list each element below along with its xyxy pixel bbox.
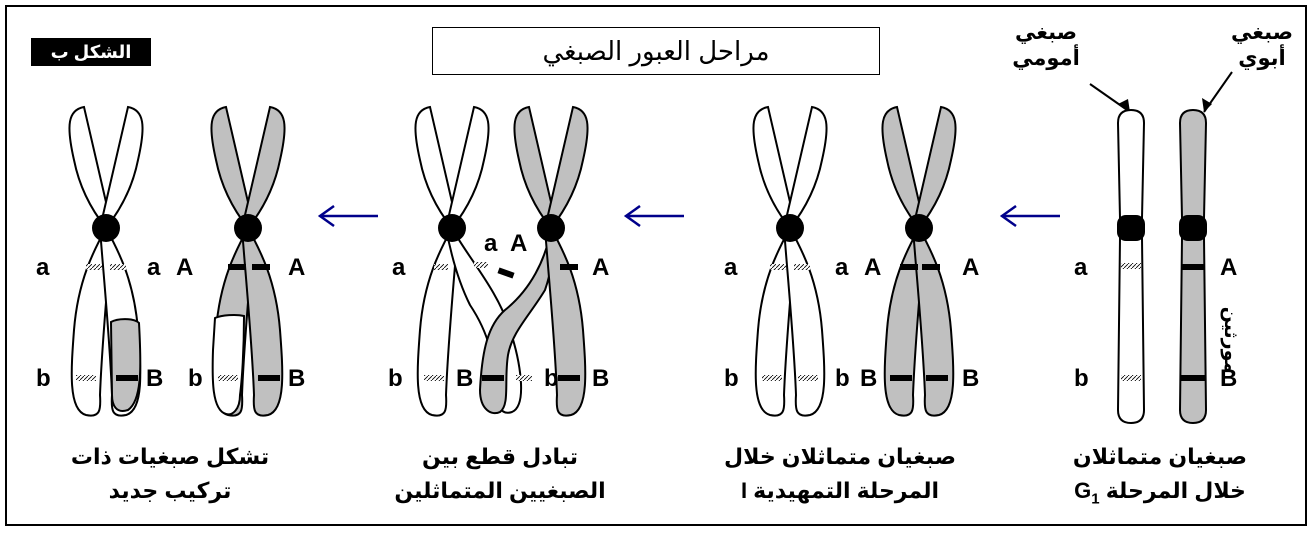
allele-label: a [147, 254, 161, 281]
caption-g1-phase-subscript: 1 [1091, 490, 1100, 508]
figure-badge: الشكل ب [31, 38, 151, 66]
caption-g1: صبغيان متماثلان خلال المرحلة G1 [1040, 440, 1280, 516]
allele-label: A [864, 254, 882, 281]
caption-g1-line2: خلال المرحلة G1 [1040, 474, 1280, 516]
allele-label: A [510, 230, 528, 257]
allele-label: B [962, 365, 980, 392]
recombinant-swapped-segments [109, 313, 246, 416]
figure-frame [5, 5, 1307, 526]
caption-g1-phase: G1 [1074, 478, 1099, 507]
chromatid-maternal-right [782, 105, 828, 417]
callout-paternal: صبغي أبوي [1222, 20, 1302, 72]
allele-label: B [592, 365, 610, 392]
allele-label: a [724, 254, 738, 281]
callout-paternal-line1: صبغي [1231, 21, 1293, 44]
caption-prophase-1: صبغيان متماثلان خلال المرحلة التمهيدية I [700, 440, 980, 508]
chromatid-recombinant-paternal-right [240, 105, 286, 417]
caption-prophase-1-line2: المرحلة التمهيدية I [740, 478, 940, 503]
caption-recombinant: تشكل صبغيات ذات تركيب جديد [40, 440, 300, 508]
allele-label: B [146, 365, 164, 392]
callout-pointer-lines [1089, 71, 1233, 113]
allele-label: A [1220, 254, 1238, 281]
allele-label: b [835, 365, 850, 392]
segment-paternal-on-maternal [109, 318, 142, 412]
chromosome-maternal [1116, 108, 1146, 425]
allele-label: b [1074, 365, 1089, 392]
allele-label: b [724, 365, 739, 392]
caption-crossing-over: تبادل قطع بين الصبغيين المتماثلين [370, 440, 630, 508]
chromatid-paternal-right [911, 105, 957, 417]
chromatid-paternal-left-3 [478, 105, 559, 415]
caption-prophase-1-line1: صبغيان متماثلان خلال [724, 444, 956, 469]
right-to-left-arrow-icon [317, 204, 378, 228]
chromatid-paternal-left [881, 105, 927, 417]
caption-g1-line2-text: خلال المرحلة [1105, 478, 1246, 503]
allele-label: B [860, 365, 878, 392]
allele-label: B [288, 365, 306, 392]
caption-recombinant-line2: تركيب جديد [108, 478, 232, 503]
allele-label: b [544, 365, 559, 392]
allele-label: a [36, 254, 50, 281]
caption-recombinant-line1: تشكل صبغيات ذات [70, 444, 270, 469]
stage-crossing-over-marks [424, 214, 580, 381]
right-to-left-arrow-icon [623, 204, 684, 228]
allele-label: b [36, 365, 51, 392]
allele-label: b [388, 365, 403, 392]
chromatid-maternal-left-3 [414, 105, 460, 417]
right-to-left-arrow-icon [999, 204, 1060, 228]
caption-g1-line1: صبغيان متماثلان [1072, 444, 1248, 469]
stage-prophase-1 [752, 105, 957, 417]
stage-arrows [317, 204, 1060, 228]
pointer-maternal-head [1118, 99, 1130, 112]
stage-recombinant-marks [76, 214, 280, 381]
allele-label: b [188, 365, 203, 392]
callout-maternal-line1: صبغي [1015, 21, 1077, 44]
allele-label: a [392, 254, 406, 281]
allele-label: a [484, 230, 498, 257]
allele-label: B [1220, 365, 1238, 392]
caption-crossing-over-line2: الصبغيين المتماثلين [394, 478, 606, 503]
chromosome-paternal [1178, 108, 1208, 425]
allele-label: A [176, 254, 194, 281]
figure-title: مراحل العبور الصبغي [432, 27, 880, 75]
allele-label: A [288, 254, 306, 281]
stage-g1 [1116, 108, 1208, 425]
pointer-paternal-head [1202, 98, 1212, 112]
stage-crossing-over [414, 105, 589, 417]
stage-prophase-1-marks [762, 214, 948, 381]
callout-paternal-line2: أبوي [1238, 47, 1286, 70]
allele-label: a [1074, 254, 1088, 281]
allele-label: A [962, 254, 980, 281]
allele-label: B [456, 365, 474, 392]
caption-g1-phase-letter: G [1074, 478, 1092, 503]
caption-crossing-over-line1: تبادل قطع بين [421, 444, 578, 469]
chromatid-maternal-left [752, 105, 798, 417]
allele-label: a [835, 254, 849, 281]
segment-maternal-on-paternal [211, 313, 246, 416]
chromatid-recombinant-maternal-left [68, 105, 114, 417]
chromatid-paternal-right-3 [543, 105, 589, 417]
allele-label: A [592, 254, 610, 281]
callout-maternal: صبغي أمومي [996, 20, 1096, 72]
callout-maternal-line2: أمومي [1012, 47, 1080, 70]
